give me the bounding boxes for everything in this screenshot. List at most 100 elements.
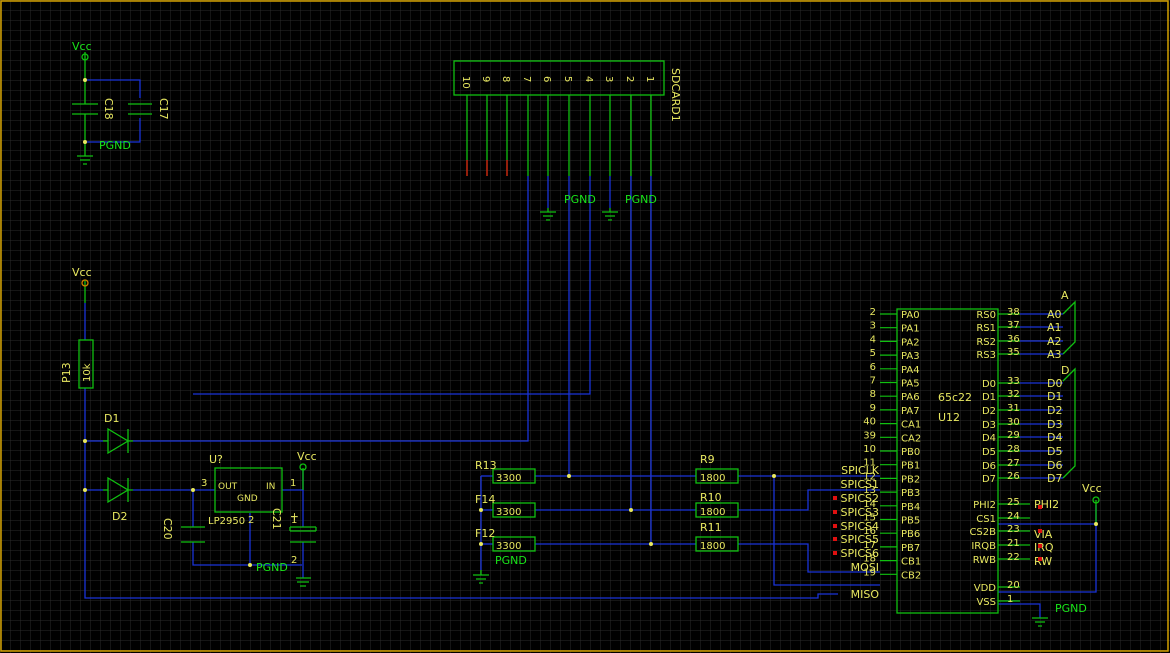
via-pin-name-right: CS1 — [976, 514, 996, 525]
net-label-left: SPICS6 — [840, 547, 879, 560]
regulator-ref: U? — [209, 453, 223, 466]
via-pin-name-left: CA1 — [901, 420, 921, 431]
via-pin-num-right: 24 — [1007, 511, 1020, 522]
bus-a-signal: A0 — [1047, 308, 1062, 321]
via-pin-num-right: 27 — [1007, 458, 1020, 469]
capacitor-c18 — [72, 80, 98, 142]
via-pin-num-right: 23 — [1007, 524, 1020, 535]
bus-d-signal: D3 — [1047, 418, 1062, 431]
bus-a-signal: A1 — [1047, 321, 1062, 334]
pgnd-label-via: PGND — [1055, 602, 1087, 615]
r13-ref: P13 — [60, 362, 73, 383]
regulator-pin-gnd: 2 — [248, 515, 254, 526]
via-pin-name-left: CA2 — [901, 433, 921, 444]
via-pin-name-left: PB1 — [901, 461, 920, 472]
bus-a-signal: A2 — [1047, 335, 1062, 348]
via-pin-name-left: PA0 — [901, 310, 920, 321]
via-pin-num-left: 16 — [863, 526, 876, 537]
vcc-label-r13: Vcc — [72, 266, 92, 279]
c17-label: C17 — [157, 98, 170, 120]
c21-label: C21 — [270, 508, 283, 530]
pgnd-label-sd2: PGND — [625, 193, 657, 206]
bus-d-signal: D0 — [1047, 377, 1062, 390]
bus-d-signal: D7 — [1047, 472, 1062, 485]
via-pin-name-left: PA3 — [901, 351, 920, 362]
via-pin-num-left: 6 — [870, 362, 876, 373]
via-65c22-chip — [896, 308, 999, 614]
regulator-part: LP2950 — [208, 516, 245, 527]
capacitor-c20 — [181, 526, 205, 543]
diode-d1 — [103, 427, 133, 455]
d1-label: D1 — [104, 412, 119, 425]
bus-a-name: A — [1061, 289, 1069, 302]
pgnd-label-sd1: PGND — [564, 193, 596, 206]
via-pin-name-right: PHI2 — [973, 500, 996, 511]
connector-pin-number: 4 — [583, 76, 594, 82]
resistor-r9-1800 — [695, 468, 739, 484]
net-label-right: VIA — [1034, 528, 1053, 541]
via-pin-name-left: PB0 — [901, 447, 920, 458]
via-pin-name-left: PA1 — [901, 324, 920, 335]
via-pin-name-left: CB2 — [901, 570, 921, 581]
via-pin-name-left: PA7 — [901, 406, 920, 417]
bus-d-signal: D1 — [1047, 390, 1062, 403]
r13-series-ref: R13 — [475, 459, 497, 472]
via-pin-name-right: RWB — [973, 555, 996, 566]
via-pin-num-left: 12 — [863, 471, 876, 482]
via-pin-name-left: PA5 — [901, 379, 920, 390]
via-pin-num-left: 10 — [863, 444, 876, 455]
net-label-left: MOSI — [851, 561, 879, 574]
regulator-pin-out: 3 — [201, 478, 207, 489]
via-pin-num-right: 1 — [1007, 594, 1013, 605]
via-pin-name-left: PA2 — [901, 337, 920, 348]
via-pin-name-left: PA4 — [901, 365, 920, 376]
c21-pin-1: 1 — [291, 515, 297, 526]
via-pin-num-left: 3 — [870, 321, 876, 332]
ground-symbol — [77, 142, 93, 165]
via-pin-name-right: RS1 — [976, 323, 996, 334]
via-pin-num-right: 38 — [1007, 307, 1020, 318]
via-pin-name-right: RS3 — [976, 350, 996, 361]
bus-d-name: D — [1061, 364, 1069, 377]
connector-pin-number: 10 — [460, 76, 471, 89]
connector-pin-number: 3 — [603, 76, 614, 82]
via-pin-num-left: 4 — [870, 334, 876, 345]
vcc-label-top: Vcc — [72, 40, 92, 53]
bus-d-signal: D6 — [1047, 459, 1062, 472]
via-ref: U12 — [938, 411, 960, 424]
pgnd-label-caps: PGND — [99, 139, 131, 152]
via-pin-num-left: 7 — [870, 376, 876, 387]
bus-d-signal: D2 — [1047, 404, 1062, 417]
bus-d-signal: D4 — [1047, 431, 1062, 444]
c20-label: C20 — [161, 518, 174, 540]
net-label-left: SPICS3 — [840, 506, 879, 519]
sdcard-connector — [453, 60, 665, 96]
r13-value: 10k — [82, 363, 93, 382]
via-pin-num-left: 15 — [863, 513, 876, 524]
resistor-f12-3300 — [492, 536, 536, 552]
via-pin-num-left: 5 — [870, 348, 876, 359]
via-pin-num-left: 39 — [863, 430, 876, 441]
via-pin-name-right: CS2B — [969, 527, 996, 538]
regulator-out: OUT — [218, 482, 238, 492]
via-pin-num-right: 21 — [1007, 538, 1020, 549]
regulator-in: IN — [266, 482, 275, 492]
capacitor-c17 — [128, 103, 152, 115]
capacitor-c21 — [289, 526, 317, 543]
net-label-right: PHI2 — [1034, 498, 1059, 511]
via-pin-num-left: 19 — [863, 567, 876, 578]
via-pin-name-left: PB5 — [901, 516, 920, 527]
via-pin-name-left: PB3 — [901, 488, 920, 499]
d2-label: D2 — [112, 510, 127, 523]
via-pin-num-left: 40 — [863, 417, 876, 428]
c18-label: C18 — [102, 98, 115, 120]
net-label-left: SPICS4 — [840, 520, 879, 533]
connector-pin-number: 6 — [541, 76, 552, 82]
pgnd-label-res: PGND — [495, 554, 527, 567]
component-outlines — [72, 52, 1097, 627]
connector-pin-number: 5 — [562, 76, 573, 82]
via-pin-name-right: D2 — [982, 406, 996, 417]
